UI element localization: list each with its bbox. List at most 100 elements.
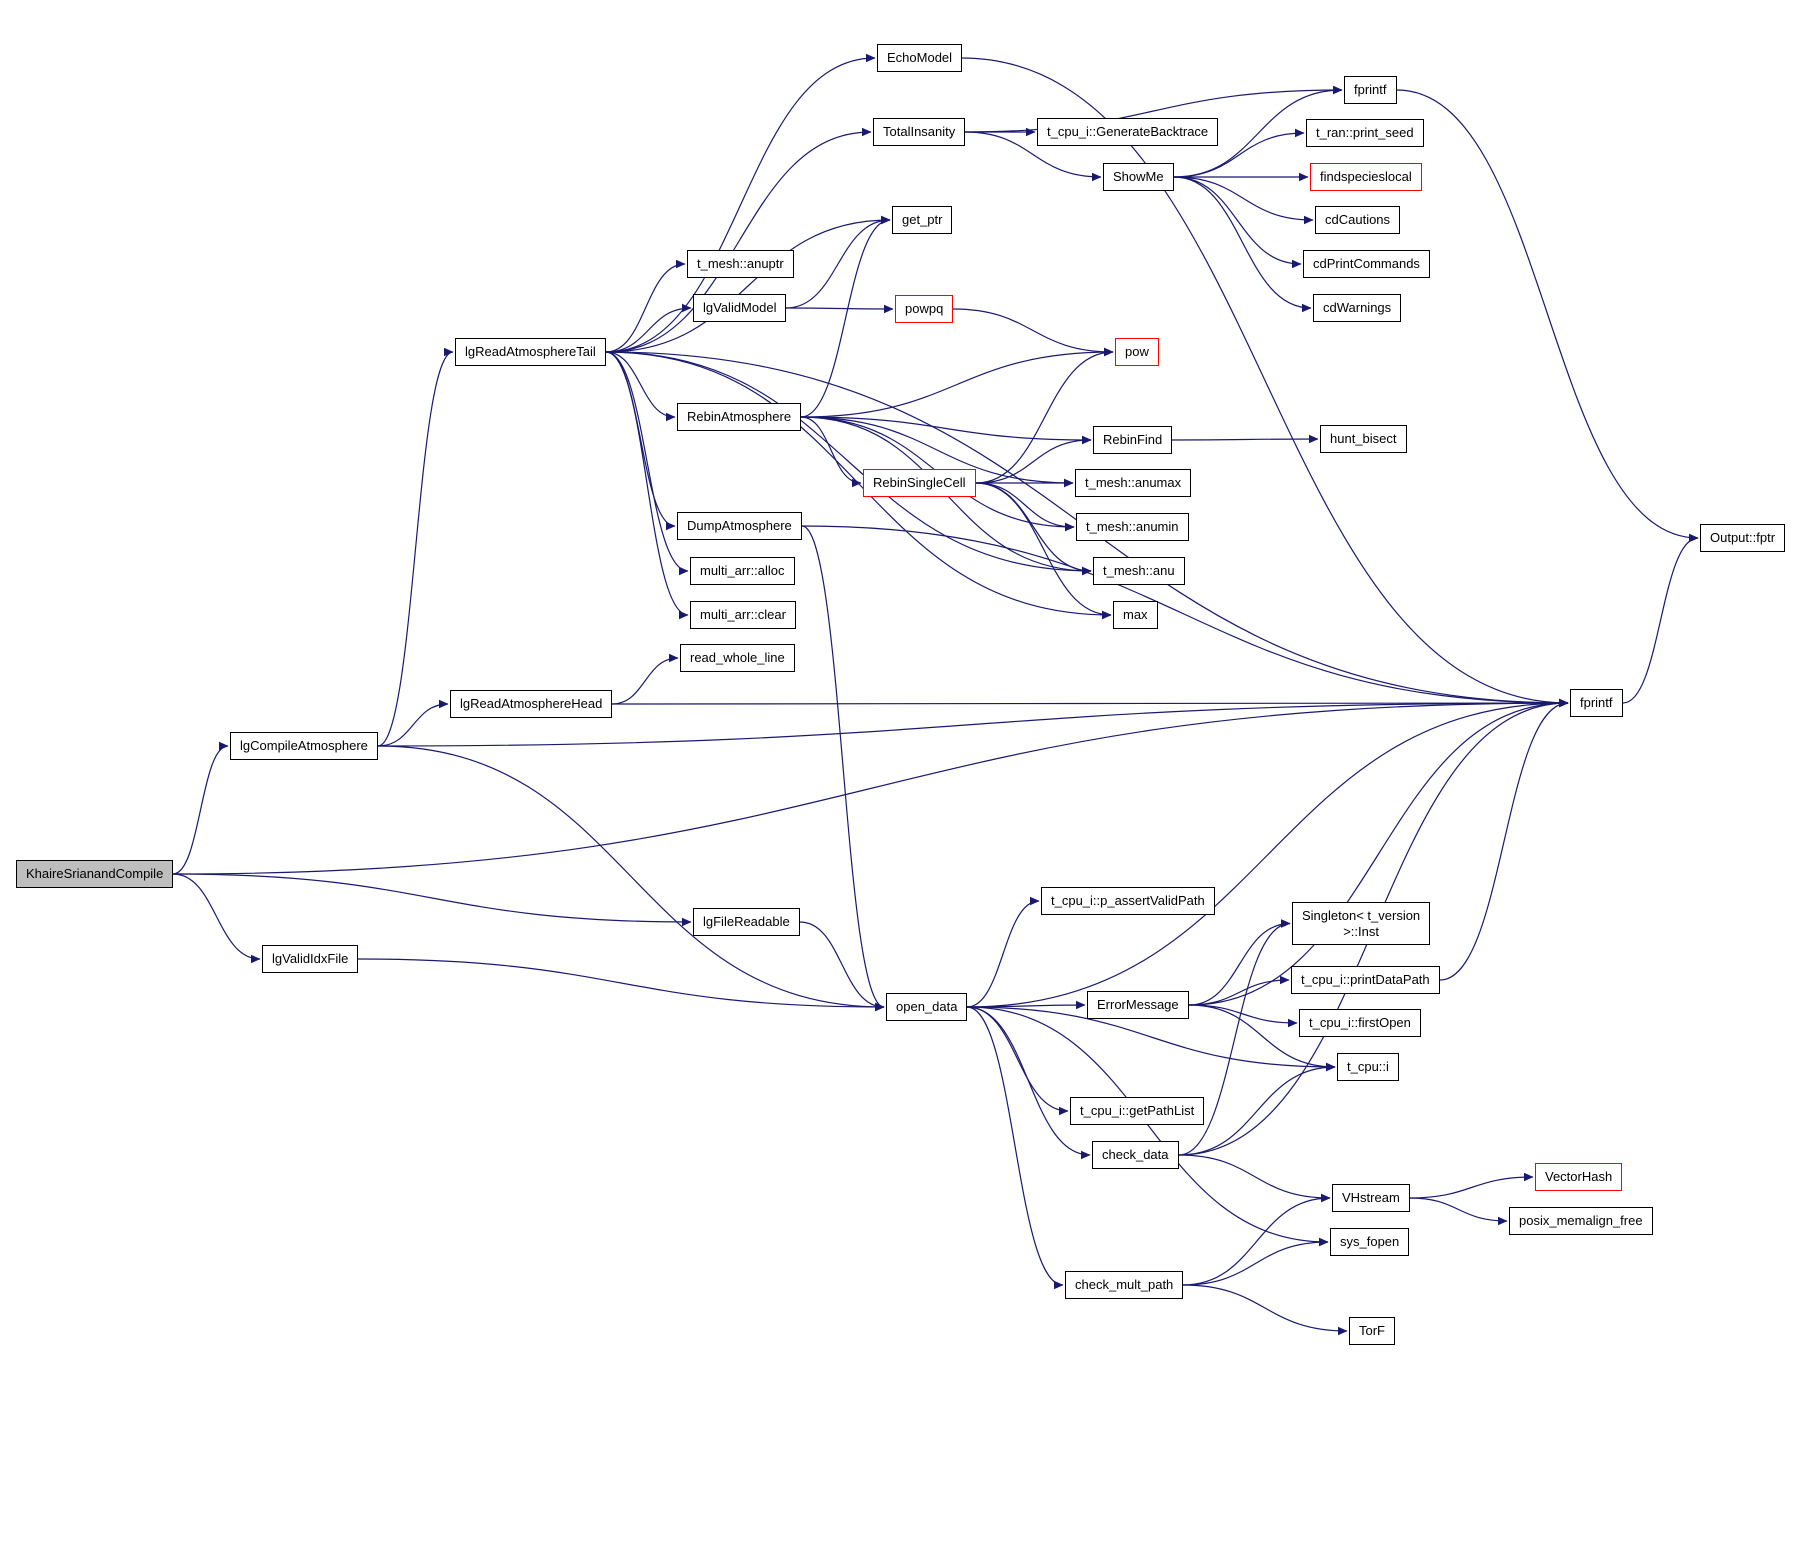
call-edge-openData-to-tcpuI: [966, 1006, 1336, 1072]
graph-node-posixMemalignFree[interactable]: posix_memalign_free: [1509, 1207, 1653, 1235]
graph-node-lgValidModel[interactable]: lgValidModel: [693, 294, 787, 322]
graph-node-lgFileReadable[interactable]: lgFileReadable: [693, 908, 800, 936]
graph-node-pAssertValidPath[interactable]: t_cpu_i::p_assertValidPath: [1041, 887, 1215, 915]
graph-node-getPtr[interactable]: get_ptr: [892, 206, 953, 234]
graph-node-rebinFind[interactable]: RebinFind: [1093, 426, 1173, 454]
call-edge-tail-to-totalInsanity: [605, 127, 872, 353]
call-edge-checkData-to-singletonInst: [1178, 919, 1291, 1156]
graph-node-alloc[interactable]: multi_arr::alloc: [690, 557, 795, 585]
call-edge-fprintfMain-to-outputFptr: [1622, 533, 1699, 704]
graph-node-getPathList[interactable]: t_cpu_i::getPathList: [1070, 1097, 1205, 1125]
graph-node-max[interactable]: max: [1113, 601, 1158, 629]
call-edge-checkData-to-tcpuI: [1178, 1062, 1336, 1156]
graph-node-anumin[interactable]: t_mesh::anumin: [1076, 513, 1189, 541]
graph-node-showMe[interactable]: ShowMe: [1103, 163, 1174, 191]
graph-node-dumpAtmosphere[interactable]: DumpAtmosphere: [677, 512, 802, 540]
call-edge-rebinSingleCell-to-rebinFind: [975, 435, 1092, 484]
graph-node-cdCautions[interactable]: cdCautions: [1315, 206, 1401, 234]
call-edge-tail-to-lgValidModel: [605, 303, 692, 353]
graph-node-vectorHash[interactable]: VectorHash: [1535, 1163, 1623, 1191]
call-edge-tail-to-rebinAtmosphere: [605, 351, 676, 422]
call-edge-rebinAtmosphere-to-rebinFind: [800, 416, 1092, 445]
graph-node-pow[interactable]: pow: [1115, 338, 1159, 366]
call-edge-errorMessage-to-singletonInst: [1188, 919, 1291, 1006]
graph-node-echoModel[interactable]: EchoModel: [877, 44, 963, 72]
graph-node-powpq[interactable]: powpq: [895, 295, 954, 323]
call-edge-khaire-to-lgCompile: [172, 741, 229, 875]
graph-node-fprintfMain[interactable]: fprintf: [1570, 689, 1623, 717]
call-edge-rebinAtmosphere-to-pow: [800, 347, 1114, 418]
graph-node-checkData[interactable]: check_data: [1092, 1141, 1179, 1169]
graph-node-printSeed[interactable]: t_ran::print_seed: [1306, 119, 1424, 147]
call-edge-totalInsanity-to-showMe: [964, 131, 1102, 182]
graph-node-genBacktrace[interactable]: t_cpu_i::GenerateBacktrace: [1037, 118, 1219, 146]
graph-node-khaire[interactable]: KhaireSrianandCompile: [16, 860, 174, 888]
graph-node-openData[interactable]: open_data: [886, 993, 968, 1021]
graph-node-anumax[interactable]: t_mesh::anumax: [1075, 469, 1192, 497]
graph-node-checkMultPath[interactable]: check_mult_path: [1065, 1271, 1184, 1299]
call-edge-khaire-to-fprintfMain: [172, 698, 1569, 875]
call-edge-khaire-to-lgFileReadable: [172, 873, 692, 927]
graph-node-anu[interactable]: t_mesh::anu: [1093, 557, 1185, 585]
call-edge-openData-to-getPathList: [966, 1006, 1069, 1116]
call-edge-vhStream-to-vectorHash: [1409, 1172, 1534, 1199]
call-edge-tail-to-dumpAtmosphere: [605, 351, 676, 531]
call-edge-head-to-readWholeLine: [611, 653, 679, 705]
graph-node-lgValidIdxFile[interactable]: lgValidIdxFile: [262, 945, 359, 973]
call-edge-openData-to-checkMultPath: [966, 1006, 1064, 1290]
graph-node-totalInsanity[interactable]: TotalInsanity: [873, 118, 966, 146]
graph-node-lgCompile[interactable]: lgCompileAtmosphere: [230, 732, 378, 760]
graph-node-sysFopen[interactable]: sys_fopen: [1330, 1228, 1410, 1256]
call-edge-powpq-to-pow: [952, 308, 1114, 357]
graph-node-fprintfTop[interactable]: fprintf: [1344, 76, 1397, 104]
graph-node-rebinAtmosphere[interactable]: RebinAtmosphere: [677, 403, 802, 431]
call-edge-rebinFind-to-huntBisect: [1171, 434, 1319, 444]
graph-node-head[interactable]: lgReadAtmosphereHead: [450, 690, 613, 718]
graph-node-clear[interactable]: multi_arr::clear: [690, 601, 796, 629]
call-edge-checkMultPath-to-torF: [1182, 1284, 1348, 1336]
graph-node-cdPrintCommands[interactable]: cdPrintCommands: [1303, 250, 1430, 278]
graph-node-findspecieslocal[interactable]: findspecieslocal: [1310, 163, 1422, 191]
graph-node-cdWarnings[interactable]: cdWarnings: [1313, 294, 1402, 322]
call-edge-khaire-to-lgValidIdxFile: [172, 873, 261, 964]
graph-node-firstOpen[interactable]: t_cpu_i::firstOpen: [1299, 1009, 1421, 1037]
call-edge-showMe-to-cdPrintCommands: [1173, 176, 1302, 269]
call-edge-tail-to-clear: [605, 351, 689, 620]
graph-node-torF[interactable]: TorF: [1349, 1317, 1395, 1345]
call-edge-showMe-to-cdCautions: [1173, 176, 1314, 225]
edge-group: [172, 53, 1699, 1336]
call-edge-lgCompile-to-fprintfMain: [377, 698, 1569, 747]
call-edge-tail-to-alloc: [605, 351, 689, 576]
call-edge-rebinAtmosphere-to-rebinSingleCell: [800, 416, 862, 488]
call-edge-rebinAtmosphere-to-getPtr: [800, 215, 891, 418]
graph-node-outputFptr[interactable]: Output::fptr: [1700, 524, 1786, 552]
call-edge-tail-to-echoModel: [605, 53, 876, 353]
call-edge-checkMultPath-to-vhStream: [1182, 1193, 1331, 1286]
call-edge-fprintfTop-to-outputFptr: [1396, 89, 1699, 543]
graph-node-tcpuI[interactable]: t_cpu::i: [1337, 1053, 1399, 1081]
graph-node-readWholeLine[interactable]: read_whole_line: [680, 644, 795, 672]
call-edge-rebinSingleCell-to-pow: [975, 347, 1114, 484]
call-edge-lgValidIdxFile-to-openData: [357, 958, 885, 1012]
call-edge-tail-to-getPtr: [605, 215, 891, 353]
call-edge-lgValidModel-to-powpq: [785, 304, 894, 314]
graph-node-singletonInst[interactable]: Singleton< t_version >::Inst: [1292, 902, 1431, 946]
graph-node-huntBisect[interactable]: hunt_bisect: [1320, 425, 1407, 453]
graph-node-errorMessage[interactable]: ErrorMessage: [1087, 991, 1189, 1019]
graph-node-printDataPath[interactable]: t_cpu_i::printDataPath: [1291, 966, 1440, 994]
call-edge-tail-to-anuptr: [605, 259, 686, 353]
graph-node-tail[interactable]: lgReadAtmosphereTail: [455, 338, 606, 366]
call-edge-errorMessage-to-firstOpen: [1188, 1004, 1298, 1028]
graph-node-rebinSingleCell[interactable]: RebinSingleCell: [863, 469, 976, 497]
call-edge-openData-to-pAssertValidPath: [966, 896, 1040, 1008]
call-edge-checkData-to-vhStream: [1178, 1154, 1331, 1203]
graph-node-vhStream[interactable]: VHstream: [1332, 1184, 1410, 1212]
graph-node-anuptr[interactable]: t_mesh::anuptr: [687, 250, 794, 278]
call-edge-checkMultPath-to-sysFopen: [1182, 1237, 1329, 1286]
call-edge-echoModel-to-fprintfMain: [961, 57, 1569, 708]
call-edge-rebinAtmosphere-to-anumax: [800, 416, 1074, 488]
call-edge-head-to-fprintfMain: [611, 698, 1569, 708]
call-edge-totalInsanity-to-fprintfTop: [964, 85, 1343, 133]
